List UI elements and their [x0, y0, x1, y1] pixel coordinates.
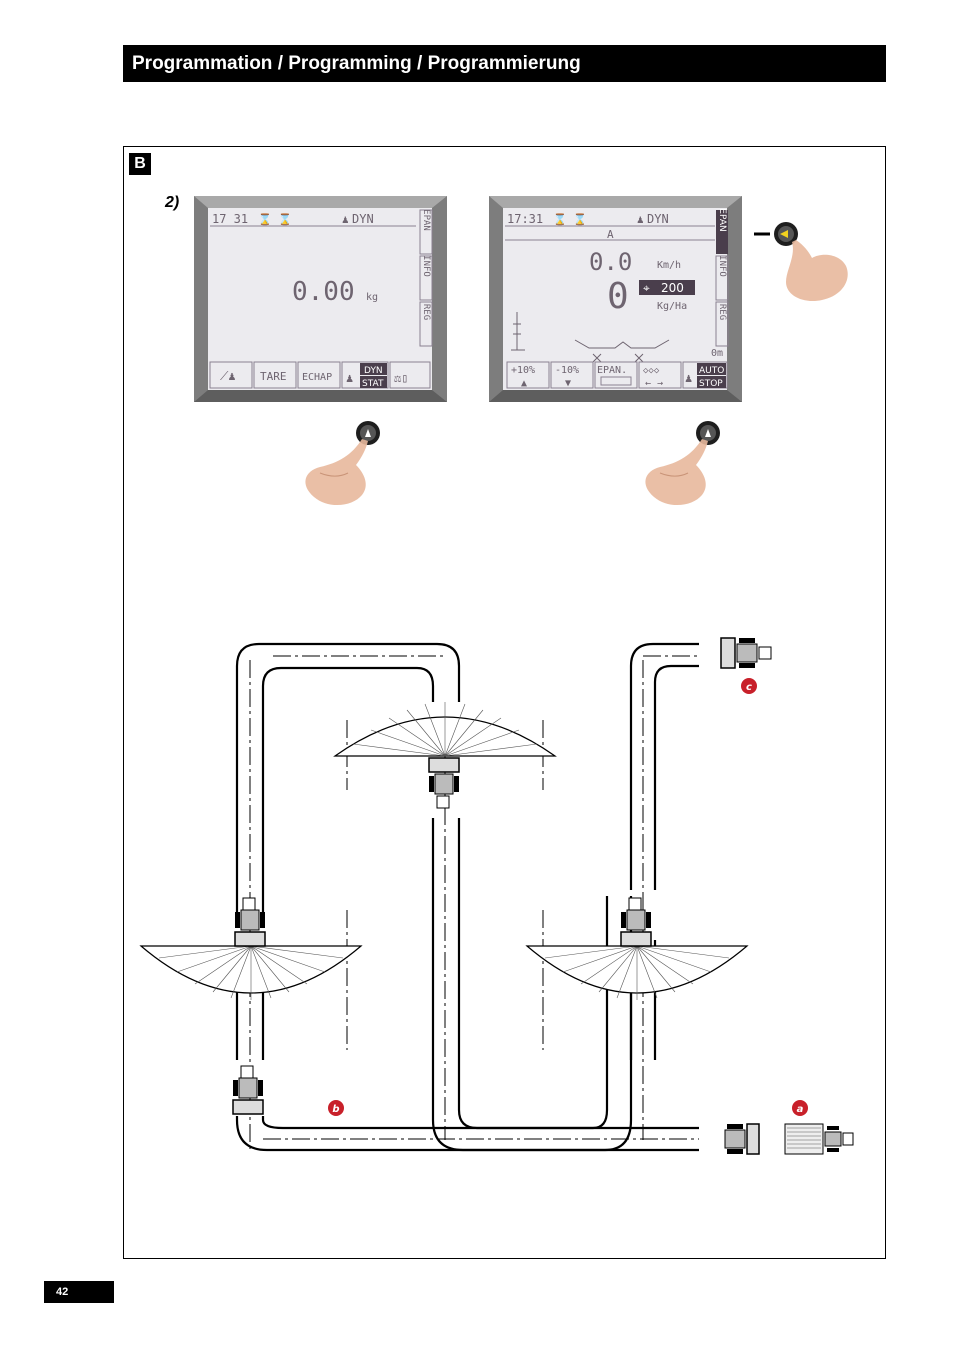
operator-icon: ♟ [685, 371, 692, 385]
tare-button[interactable]: TARE [260, 370, 287, 383]
decrease-rate-button[interactable]: -10% [555, 365, 579, 376]
control-screen-weighing: 17 31 ⌛ ⌛ DYN ♟ 0.00 kg EPAN INFO REG ⟋♟… [194, 196, 447, 402]
control-screen-spreading: 17:31 ⌛ ⌛ ♟ DYN A 0.0 Km/h 0 ⌖ 200 Kg/Ha… [489, 196, 742, 402]
tractor-icon [428, 757, 460, 809]
step-label: 2) [165, 194, 180, 211]
arrow-up-icon: ▲ [521, 378, 527, 389]
finger-press-side-icon [754, 222, 848, 302]
row-label: A [607, 228, 614, 241]
distance-readout: 0m [711, 348, 723, 359]
spread-pattern-icon [511, 312, 670, 363]
boundary-icon[interactable]: ◇◇◇ [643, 366, 660, 376]
spread-fan-rays [158, 702, 730, 1000]
left-right-arrows-icon: ← → [645, 378, 663, 389]
scale-icon[interactable]: ⚖▯ [394, 371, 408, 385]
tractor-icon [720, 637, 772, 669]
operator-icon: ♟ [346, 371, 353, 385]
marker-b-label: b [332, 1104, 339, 1115]
marker-c-badge [741, 678, 757, 694]
marker-c-label: c [746, 682, 752, 693]
finger-press-icon [305, 421, 380, 506]
stop-button[interactable]: STOP [699, 379, 723, 389]
auto-button[interactable]: AUTO [699, 366, 724, 376]
side-tab-reg[interactable]: REG [421, 304, 431, 320]
tractor-icon [234, 897, 266, 947]
weight-readout: 0.00 [292, 277, 355, 307]
stat-button[interactable]: STAT [362, 379, 384, 389]
section-width-icon: ⌛ ⌛ [553, 213, 587, 226]
weighing-mode-label: DYN [352, 212, 374, 226]
clock-readout: 17:31 [507, 212, 543, 226]
weighing-mode-label: DYN [647, 212, 669, 226]
side-tab-epan[interactable]: EPAN [717, 208, 727, 231]
arrow-down-icon: ▼ [565, 378, 571, 389]
figure-badge: B [129, 153, 151, 175]
side-tab-reg[interactable]: REG [717, 304, 727, 320]
escape-button[interactable]: ECHAP [302, 372, 332, 383]
side-tab-epan[interactable]: EPAN [421, 209, 431, 231]
rate-readout: 0 [607, 276, 629, 317]
rate-unit: Kg/Ha [657, 301, 687, 312]
marker-b-badge [328, 1100, 344, 1116]
target-icon: ⌖ [643, 281, 650, 295]
clock-readout: 17 31 [212, 212, 248, 226]
speed-unit: Km/h [657, 260, 681, 271]
target-rate-readout[interactable]: 200 [661, 281, 684, 295]
side-tab-info[interactable]: INFO [421, 255, 431, 277]
finger-press-icon [645, 421, 720, 506]
operator-icon: ♟ [637, 213, 644, 226]
marker-a-badge [792, 1100, 808, 1116]
dyn-button[interactable]: DYN [364, 366, 383, 376]
field-driving-diagram: a b c [139, 637, 854, 1155]
operator-icon: ♟ [342, 213, 349, 226]
spreader-icon [600, 376, 632, 386]
tractor-icon [232, 1065, 264, 1115]
chart-scale-icon[interactable]: ⟋♟ [220, 369, 236, 383]
weight-unit: kg [366, 292, 378, 303]
increase-rate-button[interactable]: +10% [511, 365, 535, 376]
marker-a-label: a [797, 1104, 804, 1115]
speed-readout: 0.0 [589, 248, 632, 276]
tractor-icon [620, 897, 652, 947]
side-tab-info[interactable]: INFO [717, 255, 727, 277]
epan-button[interactable]: EPAN. [597, 365, 627, 376]
section-header: Programmation / Programming / Programmie… [123, 45, 886, 82]
tractor-with-field-icon [724, 1123, 854, 1155]
page-number: 42 [44, 1281, 114, 1303]
figure-frame [123, 146, 886, 1259]
section-width-icon: ⌛ ⌛ [258, 213, 292, 226]
